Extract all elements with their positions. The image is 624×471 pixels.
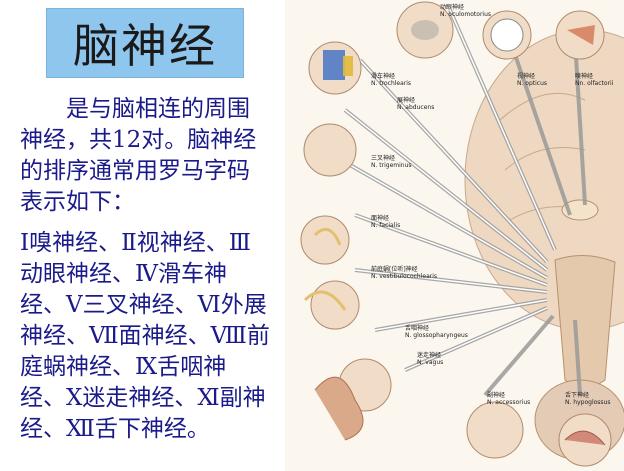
title-box: 脑神经: [46, 8, 244, 78]
page-title: 脑神经: [73, 19, 217, 73]
nerve-list-paragraph: Ⅰ嗅神经、Ⅱ视神经、Ⅲ动眼神经、Ⅳ滑车神经、Ⅴ三叉神经、Ⅵ外展神经、Ⅶ面神经、Ⅷ…: [20, 230, 270, 442]
text-panel: 脑神经 是与脑相连的周围神经，共12对。脑神经的排序通常用罗马字码表示如下： Ⅰ…: [0, 0, 285, 471]
illustration-drawing: [300, 1, 624, 467]
intro-paragraph: 是与脑相连的周围神经，共12对。脑神经的排序通常用罗马字码表示如下：: [20, 96, 257, 215]
